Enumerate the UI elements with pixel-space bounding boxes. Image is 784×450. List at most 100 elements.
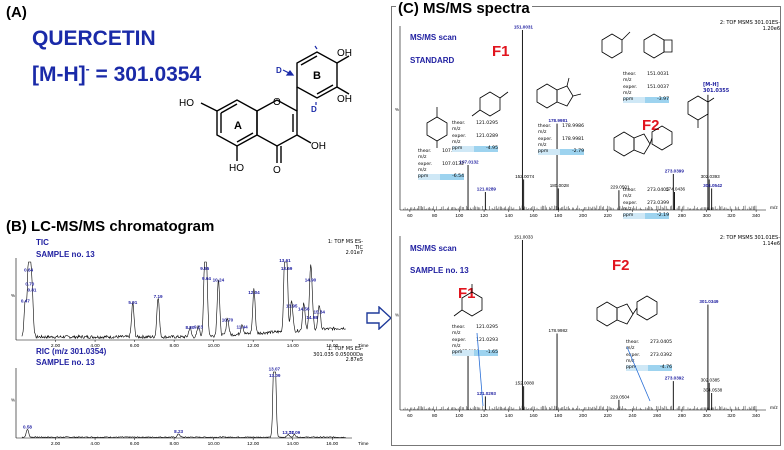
- t-ppm-label: ppm: [623, 97, 634, 103]
- msms_standard-mz-label: m/z: [770, 205, 778, 211]
- ric-x-tick-label: 10.00: [208, 441, 220, 447]
- msms_sample13-x-tick-label: 120: [480, 413, 488, 419]
- tic-peak-label: 12.04: [248, 290, 260, 295]
- msms_sample13-x-tick-label: 140: [505, 413, 513, 419]
- sample-info-line-1: 2: TOF MSMS 301.01ES-: [719, 235, 780, 241]
- msms_standard-peak-label: 107.0132: [459, 160, 479, 165]
- tic-peak-label: 0.70: [25, 281, 34, 286]
- msms_sample13-x-tick-label: 180: [554, 413, 562, 419]
- msms_sample13-x-tick-label: 320: [727, 413, 735, 419]
- ric-title: RIC (m/z 301.0354): [36, 347, 107, 356]
- fragment-107-structure: [426, 107, 448, 148]
- t-ppm-value: -3.97: [645, 97, 669, 104]
- msms_sample13-x-tick-label: 340: [752, 413, 760, 419]
- std-info-line-1: 2: TOF MSMS 301.01ES-: [719, 20, 780, 26]
- t-ppm-value: -2.79: [560, 149, 584, 156]
- ric-x-tick-label: 2.00: [51, 441, 61, 447]
- msms_standard-x-tick-label: 80: [432, 213, 438, 219]
- ric-info-line-3: 2.87e5: [345, 357, 363, 363]
- mh-label: [M-H]: [703, 82, 719, 88]
- tic-x-tick-label: 4.00: [90, 343, 100, 349]
- tic-peak-label: 15.34: [313, 310, 325, 315]
- ric-info: 1: TOF MS ES- 301.035 0.05000Da 2.87e5: [300, 346, 363, 364]
- t-theor-label: theor. m/z: [418, 149, 432, 161]
- tic-title: TIC: [36, 238, 49, 247]
- oh-4p-label: OH: [337, 48, 352, 59]
- panel-a-label: (A): [6, 4, 27, 21]
- std-info-line-2: 1.20e6: [762, 25, 780, 32]
- msms_standard-peak-label: 178.9981: [548, 118, 568, 123]
- t-exper-label: exper. m/z: [626, 352, 641, 364]
- msms_sample13-mz-label: m/z: [770, 405, 778, 411]
- tic-peak-label: 13.69: [281, 266, 293, 271]
- tic-peak-label: 5.91: [128, 300, 137, 305]
- sample-f2-label: F2: [612, 257, 630, 274]
- t-theor-value: 273.0405: [650, 340, 672, 345]
- ion-charge: -: [85, 62, 90, 76]
- tic-peak-label: 13.61: [279, 258, 291, 263]
- tic-peak-label: 9.55: [200, 266, 209, 271]
- msms_standard-peak-label: 152.0074: [515, 174, 535, 179]
- msms_standard-peak-label: 274.0436: [666, 187, 686, 192]
- t-theor-value: 273.0405: [647, 188, 669, 193]
- msms_standard-x-tick-label: 160: [530, 213, 538, 219]
- tic-peak-label: 0.64: [24, 267, 33, 272]
- ho-5-label: HO: [229, 163, 244, 174]
- tic-peak-label: 14.90: [305, 278, 317, 283]
- ric-x-tick-label: 4.00: [90, 441, 100, 447]
- t-theor-label: theor. m/z: [623, 188, 637, 200]
- msms_standard-x-tick-label: 220: [604, 213, 612, 219]
- msms_standard-peak-label: 273.0399: [665, 169, 685, 174]
- std-info: 2: TOF MSMS 301.01ES- 1.20e6: [700, 20, 780, 32]
- t-exper-value: 178.9981: [562, 136, 584, 142]
- tic-info-line-2: TIC: [354, 244, 363, 251]
- t-exper-label: exper. m/z: [623, 200, 638, 212]
- ric-peak-label: 8.23: [174, 429, 183, 434]
- tic-info-line-3: 2.01e7: [345, 250, 363, 256]
- msms_standard-x-tick-label: 320: [727, 213, 735, 219]
- t-exper-value: 107.0132: [442, 161, 464, 167]
- tic-peak-label: 0.47: [21, 299, 30, 304]
- t-ppm-label: ppm: [538, 149, 549, 155]
- ric-x-tick-label: 6.00: [130, 441, 140, 447]
- msms_standard-x-tick-label: 200: [579, 213, 587, 219]
- deuterium-label-1: D: [276, 66, 282, 75]
- msms_sample13-peak-label: 152.0080: [515, 381, 535, 386]
- tic-peak-label: 9.23: [194, 324, 203, 329]
- msms_sample13-peak-label: 304.0538: [703, 388, 723, 393]
- ric-x-tick-label: 16.00: [326, 441, 338, 447]
- t-ppm-value: -4.76: [648, 365, 672, 372]
- tic-peak-label: 10.70: [222, 317, 234, 322]
- t-ppm-value: -1.65: [474, 350, 498, 357]
- tic-info-line-1: 1: TOF MS ES-: [327, 239, 363, 245]
- t-ppm-value: -6.54: [440, 174, 464, 181]
- msms_sample13-y-axis-label: %: [395, 313, 399, 318]
- t-exper-value: 121.0289: [476, 133, 498, 139]
- t-theor-label: theor. m/z: [452, 121, 466, 133]
- msms_standard-x-tick-label: 140: [505, 213, 513, 219]
- msms_standard-x-tick-label: 100: [455, 213, 463, 219]
- ric-y-axis-label: %: [11, 398, 15, 403]
- msms_standard-peak-label: 151.0031: [514, 25, 534, 30]
- t-theor-label: theor. m/z: [538, 124, 552, 136]
- ho-7-label: HO: [179, 98, 194, 109]
- t-exper-label: exper. m/z: [623, 84, 638, 96]
- fragment-structures: [426, 31, 715, 407]
- ric-peak-label: 13.09: [269, 373, 281, 378]
- ring-b-label: B: [313, 70, 321, 82]
- t-theor-value: 151.0031: [647, 72, 669, 77]
- ric-time-label: Time: [358, 441, 369, 447]
- t-theor-value: 121.0295: [476, 121, 498, 126]
- msms_sample13-peak-label: 302.0385: [701, 377, 721, 382]
- t-exper-label: exper. m/z: [538, 136, 553, 148]
- tic-x-tick-label: 8.00: [169, 343, 179, 349]
- msms_standard-x-tick-label: 180: [554, 213, 562, 219]
- sample-scan-label: MS/MS scan: [410, 244, 457, 253]
- sample-info-line-2: 1.14e6: [762, 240, 780, 247]
- ric-x-tick-label: 12.00: [247, 441, 259, 447]
